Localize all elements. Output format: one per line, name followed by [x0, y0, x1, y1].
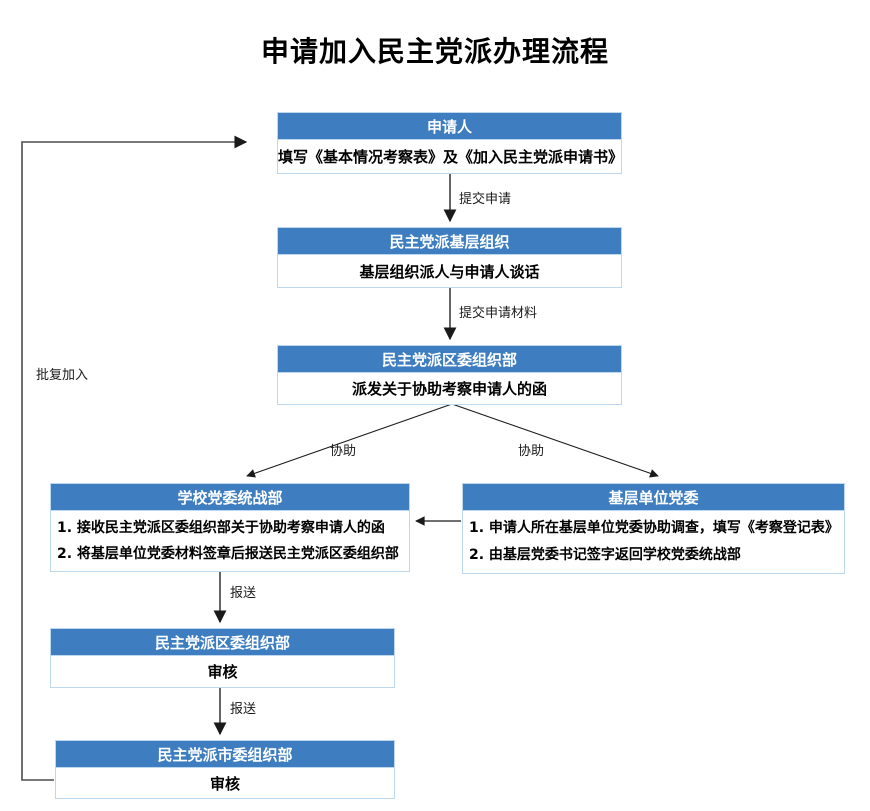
box-district-committee-review: 民主党派区委组织部 审核: [50, 628, 395, 688]
box-grassroots-unit: 基层单位党委 1. 申请人所在基层单位党委协助调查，填写《考察登记表》 2. 由…: [462, 483, 845, 574]
box-applicant-body: 填写《基本情况考察表》及《加入民主党派申请书》: [278, 139, 623, 173]
box-school-united-front-body: 1. 接收民主党派区委组织部关于协助考察申请人的函 2. 将基层单位党委材料签章…: [51, 510, 409, 571]
box-grassroots-org-body: 基层组织派人与申请人谈话: [278, 254, 621, 287]
box-district-committee-review-body: 审核: [51, 655, 394, 687]
grassroots-unit-item-2: 2. 由基层党委书记签字返回学校党委统战部: [469, 547, 741, 563]
box-school-united-front-header: 学校党委统战部: [51, 484, 409, 510]
box-grassroots-org: 民主党派基层组织 基层组织派人与申请人谈话: [277, 227, 622, 288]
box-district-committee-header: 民主党派区委组织部: [278, 346, 621, 372]
box-district-committee-review-header: 民主党派区委组织部: [51, 629, 394, 655]
school-united-front-item-1: 1. 接收民主党派区委组织部关于协助考察申请人的函: [57, 520, 385, 536]
box-applicant: 申请人 填写《基本情况考察表》及《加入民主党派申请书》: [277, 112, 623, 174]
box-city-committee-review-header: 民主党派市委组织部: [56, 741, 394, 767]
box-city-committee-review: 民主党派市委组织部 审核: [55, 740, 395, 799]
box-district-committee: 民主党派区委组织部 派发关于协助考察申请人的函: [277, 345, 622, 405]
label-report-2: 报送: [230, 702, 257, 717]
box-grassroots-unit-body: 1. 申请人所在基层单位党委协助调查，填写《考察登记表》 2. 由基层党委书记签…: [463, 510, 844, 573]
box-applicant-header: 申请人: [278, 113, 621, 139]
label-approve-join: 批复加入: [36, 368, 89, 383]
label-assist-right: 协助: [518, 444, 545, 459]
page-title: 申请加入民主党派办理流程: [260, 35, 609, 68]
label-assist-left: 协助: [330, 444, 357, 459]
box-grassroots-unit-header: 基层单位党委: [463, 484, 844, 510]
box-district-committee-body: 派发关于协助考察申请人的函: [278, 372, 621, 404]
school-united-front-item-2: 2. 将基层单位党委材料签章后报送民主党派区委组织部: [57, 546, 399, 562]
box-grassroots-org-header: 民主党派基层组织: [278, 228, 621, 254]
label-submit-materials: 提交申请材料: [459, 306, 538, 321]
box-school-united-front: 学校党委统战部 1. 接收民主党派区委组织部关于协助考察申请人的函 2. 将基层…: [50, 483, 410, 572]
label-report-1: 报送: [230, 586, 257, 601]
arrow-assist-right: [451, 403, 659, 478]
grassroots-unit-item-1: 1. 申请人所在基层单位党委协助调查，填写《考察登记表》: [469, 520, 839, 536]
label-submit-application: 提交申请: [459, 192, 512, 207]
box-city-committee-review-body: 审核: [56, 767, 394, 798]
